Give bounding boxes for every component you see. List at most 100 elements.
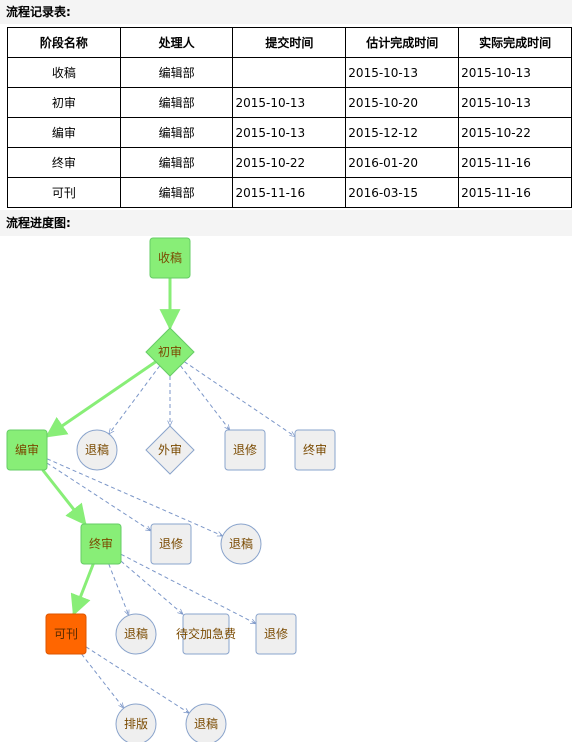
node-shape bbox=[150, 523, 192, 565]
cell-actual-time: 2015-11-16 bbox=[458, 177, 572, 208]
table-row: 初审 编辑部 2015-10-13 2015-10-20 2015-10-13 bbox=[7, 87, 572, 118]
flow-node-chushen[interactable]: 初审 bbox=[145, 327, 195, 377]
edge-bianshen-to-zhongshen bbox=[41, 469, 87, 526]
header-handler: 处理人 bbox=[119, 27, 234, 58]
table-row: 收稿 编辑部 2015-10-13 2015-10-13 bbox=[7, 57, 572, 88]
cell-submit-time: 2015-10-13 bbox=[232, 87, 347, 118]
flow-node-tuigao4[interactable]: 退稿 bbox=[185, 703, 227, 742]
node-shape bbox=[294, 429, 336, 471]
node-shape bbox=[182, 613, 230, 655]
records-table: 阶段名称 处理人 提交时间 估计完成时间 实际完成时间 收稿 编辑部 2015-… bbox=[7, 27, 572, 208]
node-label: 退修 bbox=[233, 442, 257, 457]
flow-edges bbox=[41, 278, 295, 713]
cell-actual-time: 2015-10-22 bbox=[458, 117, 572, 148]
flow-node-zhongshen[interactable]: 终审 bbox=[80, 523, 122, 565]
node-label: 终审 bbox=[89, 536, 113, 551]
node-shape bbox=[45, 613, 87, 655]
edge-kekan-to-paiban bbox=[81, 653, 124, 708]
cell-actual-time: 2015-10-13 bbox=[458, 87, 572, 118]
cell-estimated-time: 2016-03-15 bbox=[345, 177, 460, 208]
cell-submit-time: 2015-11-16 bbox=[232, 177, 347, 208]
node-shape bbox=[76, 429, 118, 471]
flow-node-tuigao3[interactable]: 退稿 bbox=[115, 613, 157, 655]
edge-kekan-to-tuigao4 bbox=[85, 646, 189, 713]
edge-zhongshen-to-tuixiu3 bbox=[120, 553, 256, 625]
flow-node-kekan[interactable]: 可刊 bbox=[45, 613, 87, 655]
cell-handler: 编辑部 bbox=[119, 177, 234, 208]
cell-stage: 初审 bbox=[7, 87, 121, 118]
flow-node-waishen[interactable]: 外审 bbox=[145, 425, 195, 475]
node-label: 排版 bbox=[124, 717, 148, 731]
node-label: 收稿 bbox=[158, 250, 182, 265]
flow-nodes: 收稿初审编审终审可刊退稿外审退修终审退修退稿退稿待交加急费退修排版退稿 bbox=[6, 237, 336, 742]
node-label: 退修 bbox=[159, 536, 183, 551]
node-shape bbox=[185, 703, 227, 742]
edge-bianshen-to-tuigao2 bbox=[46, 458, 223, 537]
cell-stage: 编审 bbox=[7, 117, 121, 148]
cell-handler: 编辑部 bbox=[119, 87, 234, 118]
node-shape bbox=[220, 523, 262, 565]
node-shape bbox=[115, 703, 157, 742]
cell-submit-time: 2015-10-22 bbox=[232, 147, 347, 178]
node-label: 终审 bbox=[303, 442, 327, 457]
table-header-row: 阶段名称 处理人 提交时间 估计完成时间 实际完成时间 bbox=[7, 27, 572, 58]
process-flow-diagram: 收稿初审编审终审可刊退稿外审退修终审退修退稿退稿待交加急费退修排版退稿 bbox=[6, 237, 336, 742]
cell-stage: 可刊 bbox=[7, 177, 121, 208]
node-shape bbox=[145, 425, 195, 475]
node-shape bbox=[145, 327, 195, 377]
edge-chushen-to-bianshen bbox=[45, 360, 157, 438]
flow-node-tuixiu3[interactable]: 退修 bbox=[255, 613, 297, 655]
node-shape bbox=[115, 613, 157, 655]
cell-estimated-time: 2015-10-20 bbox=[345, 87, 460, 118]
header-stage-name: 阶段名称 bbox=[7, 27, 121, 58]
node-label: 退稿 bbox=[85, 442, 109, 457]
cell-handler: 编辑部 bbox=[119, 117, 234, 148]
header-actual-time: 实际完成时间 bbox=[458, 27, 572, 58]
flow-node-bianshen[interactable]: 编审 bbox=[6, 429, 48, 471]
progress-section-title: 流程进度图: bbox=[0, 210, 572, 236]
flow-node-paiban[interactable]: 排版 bbox=[115, 703, 157, 742]
edge-zhongshen-to-kekan bbox=[70, 563, 95, 616]
cell-submit-time bbox=[232, 57, 347, 88]
cell-actual-time: 2015-10-13 bbox=[458, 57, 572, 88]
node-shape bbox=[255, 613, 297, 655]
node-shape bbox=[80, 523, 122, 565]
cell-handler: 编辑部 bbox=[119, 57, 234, 88]
cell-stage: 终审 bbox=[7, 147, 121, 178]
node-label: 退稿 bbox=[124, 626, 148, 641]
node-label: 可刊 bbox=[54, 627, 78, 641]
node-shape bbox=[149, 237, 191, 279]
table-row: 编审 编辑部 2015-10-13 2015-12-12 2015-10-22 bbox=[7, 117, 572, 148]
header-estimated-time: 估计完成时间 bbox=[345, 27, 460, 58]
flow-node-tuigao1[interactable]: 退稿 bbox=[76, 429, 118, 471]
node-label: 退稿 bbox=[229, 536, 253, 551]
header-submit-time: 提交时间 bbox=[232, 27, 347, 58]
cell-submit-time: 2015-10-13 bbox=[232, 117, 347, 148]
flow-node-daijiao[interactable]: 待交加急费 bbox=[176, 613, 236, 655]
node-label: 编审 bbox=[15, 442, 39, 457]
table-row: 终审 编辑部 2015-10-22 2016-01-20 2015-11-16 bbox=[7, 147, 572, 178]
flow-node-shougao[interactable]: 收稿 bbox=[149, 237, 191, 279]
cell-handler: 编辑部 bbox=[119, 147, 234, 178]
flow-node-zhongshen-opt[interactable]: 终审 bbox=[294, 429, 336, 471]
cell-estimated-time: 2015-10-13 bbox=[345, 57, 460, 88]
cell-estimated-time: 2016-01-20 bbox=[345, 147, 460, 178]
edge-chushen-to-tuigao1 bbox=[109, 365, 161, 434]
records-section-title: 流程记录表: bbox=[0, 0, 572, 24]
node-shape bbox=[6, 429, 48, 471]
edge-chushen-to-zhongshen_opt bbox=[184, 361, 295, 437]
flow-node-tuixiu2[interactable]: 退修 bbox=[150, 523, 192, 565]
table-row: 可刊 编辑部 2015-11-16 2016-03-15 2015-11-16 bbox=[7, 177, 572, 208]
node-label: 退稿 bbox=[194, 716, 218, 731]
cell-actual-time: 2015-11-16 bbox=[458, 147, 572, 178]
node-label: 外审 bbox=[158, 442, 182, 457]
node-label: 待交加急费 bbox=[176, 626, 236, 641]
node-label: 退修 bbox=[264, 626, 288, 641]
flow-node-tuigao2[interactable]: 退稿 bbox=[220, 523, 262, 565]
cell-estimated-time: 2015-12-12 bbox=[345, 117, 460, 148]
node-shape bbox=[224, 429, 266, 471]
node-label: 初审 bbox=[158, 344, 182, 359]
edge-zhongshen-to-daijiao bbox=[120, 560, 183, 614]
edge-zhongshen-to-tuigao3 bbox=[108, 563, 129, 615]
flow-node-tuixiu1[interactable]: 退修 bbox=[224, 429, 266, 471]
